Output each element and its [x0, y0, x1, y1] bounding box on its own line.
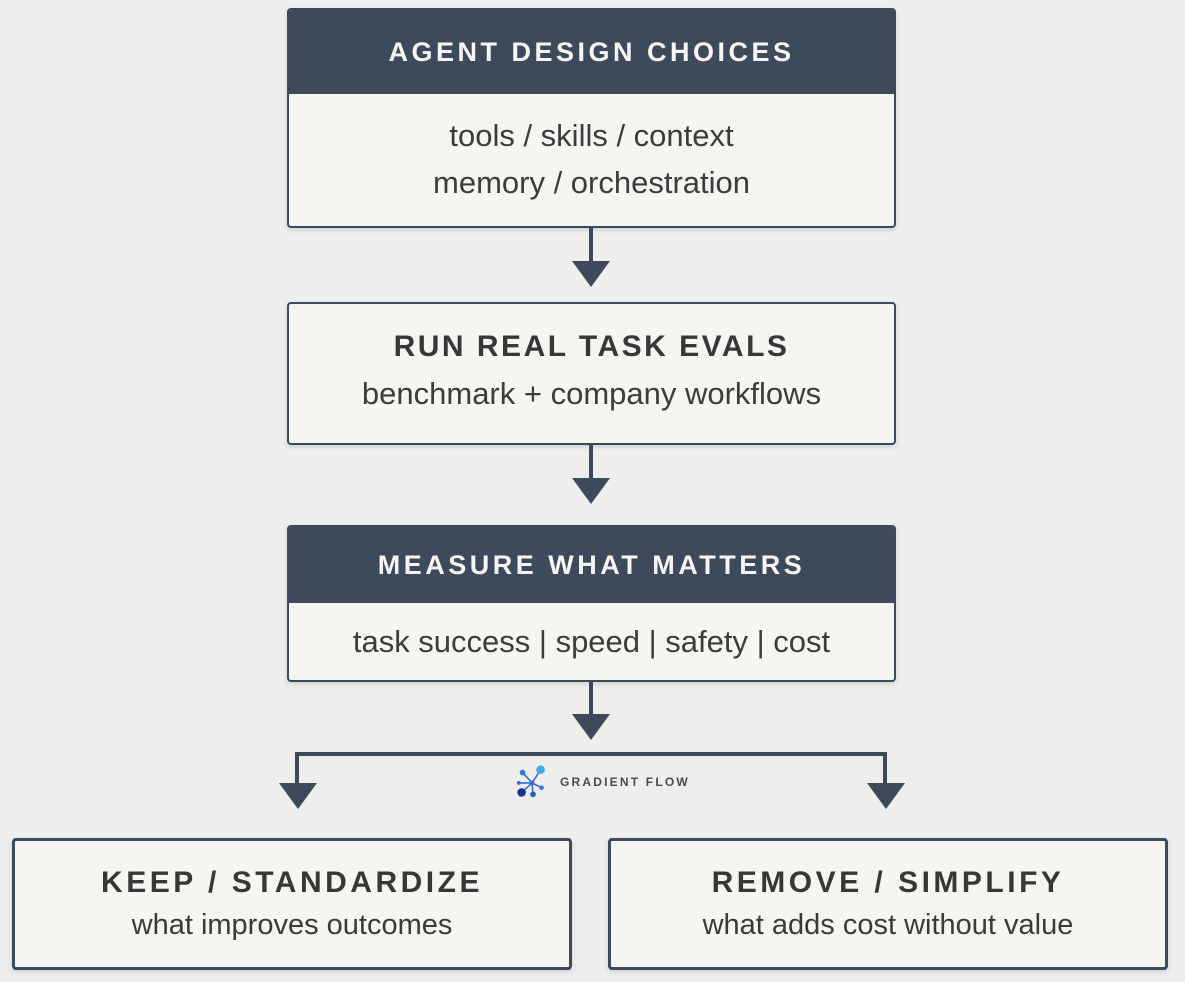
node-body: task success | speed | safety | cost: [289, 603, 894, 680]
node-body-line: what improves outcomes: [131, 909, 453, 941]
node-body-line: task success | speed | safety | cost: [352, 624, 831, 659]
node-header-agent-design-choices: AGENT DESIGN CHOICES: [289, 10, 894, 94]
branch-connector-left-arm: [295, 752, 299, 785]
node-body: tools / skills / context memory / orches…: [289, 94, 894, 224]
branch-connector-right-arm: [883, 752, 887, 785]
arrow-down-icon: [572, 714, 610, 740]
arrow-down-icon: [279, 783, 317, 809]
arrow-down-icon: [572, 478, 610, 504]
arrow-down-icon: [867, 783, 905, 809]
node-title: REMOVE / SIMPLIFY: [711, 866, 1065, 899]
network-nodes-icon: [516, 765, 545, 798]
arrow-down-stem: [589, 445, 593, 481]
flow-node-remove-simplify: REMOVE / SIMPLIFY what adds cost without…: [608, 838, 1168, 970]
flow-node-run-real-task-evals: RUN REAL TASK EVALS benchmark + company …: [287, 302, 896, 445]
node-title: AGENT DESIGN CHOICES: [388, 36, 795, 67]
node-title: RUN REAL TASK EVALS: [393, 330, 790, 363]
node-body-line: memory / orchestration: [433, 165, 750, 200]
flow-node-keep-standardize: KEEP / STANDARDIZE what improves outcome…: [12, 838, 572, 970]
arrow-down-stem: [589, 228, 593, 264]
branch-connector-horizontal-line: [295, 752, 887, 756]
gradient-flow-logo: GRADIENT FLOW: [514, 761, 690, 803]
logo-wordmark: GRADIENT FLOW: [560, 775, 690, 789]
node-title: MEASURE WHAT MATTERS: [377, 549, 806, 580]
flow-node-measure-what-matters: MEASURE WHAT MATTERS task success | spee…: [287, 525, 896, 682]
arrow-down-icon: [572, 261, 610, 287]
node-body-line: what adds cost without value: [702, 909, 1074, 941]
arrow-down-stem: [589, 682, 593, 717]
node-title: KEEP / STANDARDIZE: [101, 866, 483, 899]
node-body-line: benchmark + company workflows: [361, 376, 822, 411]
node-body-line: tools / skills / context: [449, 118, 734, 153]
node-header-measure-what-matters: MEASURE WHAT MATTERS: [289, 527, 894, 603]
flow-node-agent-design-choices: AGENT DESIGN CHOICES tools / skills / co…: [287, 8, 896, 228]
